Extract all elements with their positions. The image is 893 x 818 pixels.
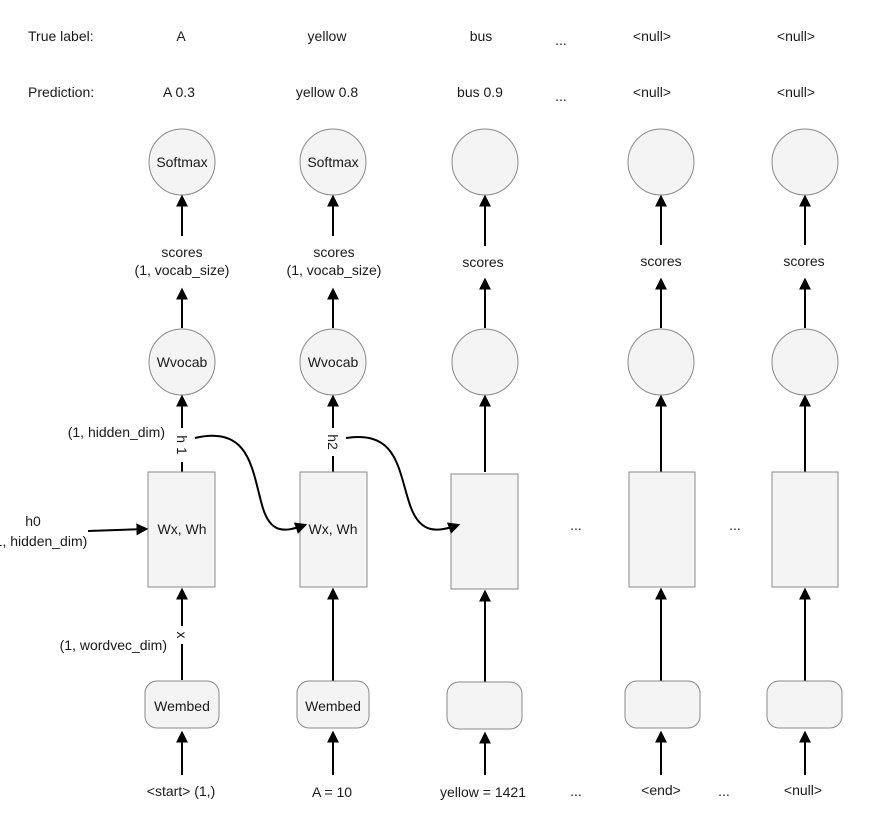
input-token-col2: A = 10 xyxy=(312,784,352,800)
wembed-node-col5 xyxy=(766,680,843,729)
input-token-col5: <null> xyxy=(784,782,822,798)
arrow-hidden-col1-col2 xyxy=(194,434,308,534)
wembed-node-col3 xyxy=(446,681,523,730)
input-token-col3: yellow = 1421 xyxy=(440,784,526,800)
input-ellipsis-2: ... xyxy=(718,783,730,799)
wembed-label-col2: Wembed xyxy=(305,698,361,714)
input-token-col4: <end> xyxy=(641,782,681,798)
scores-label-col2: scores xyxy=(313,244,354,260)
prediction-ellipsis: ... xyxy=(555,88,567,104)
prediction-col1: A 0.3 xyxy=(163,84,195,100)
true-label-ellipsis: ... xyxy=(555,32,567,48)
true-label-col4: <null> xyxy=(633,28,671,44)
prediction-col3: bus 0.9 xyxy=(457,84,503,100)
scores-label-col1: scores xyxy=(161,244,202,260)
prediction-col5: <null> xyxy=(777,84,815,100)
wordvec-dim-label: (1, wordvec_dim) xyxy=(60,637,167,653)
scores-label-col4: scores xyxy=(640,253,681,269)
rnn-cell-col5 xyxy=(771,471,839,588)
scores-label-col5: scores xyxy=(783,253,824,269)
scores-shape-col1: (1, vocab_size) xyxy=(135,262,230,278)
softmax-label-col1: Softmax xyxy=(156,154,207,170)
true-label-col2: yellow xyxy=(308,28,348,44)
softmax-label-col2: Softmax xyxy=(307,154,358,170)
wvocab-node-col5 xyxy=(771,328,839,396)
rnn-cell-col3 xyxy=(450,473,519,590)
x-label: x xyxy=(174,632,190,639)
scores-label-col3: scores xyxy=(462,254,503,270)
softmax-node-col5 xyxy=(771,128,839,196)
true-label-col1: A xyxy=(176,28,186,44)
prediction-header: Prediction: xyxy=(28,84,94,100)
wembed-node-col1 xyxy=(144,680,220,729)
h0-label: h0 xyxy=(25,513,41,529)
hidden-dim-label: (1, hidden_dim) xyxy=(68,424,165,440)
softmax-node-col4 xyxy=(627,128,695,196)
true-label-col3: bus xyxy=(470,28,493,44)
rnn-ellipsis-2: ... xyxy=(729,517,741,533)
input-ellipsis-1: ... xyxy=(570,783,582,799)
wvocab-label-col2: Wvocab xyxy=(308,354,359,370)
wvocab-node-col3 xyxy=(451,328,519,396)
wembed-node-col4 xyxy=(624,680,701,729)
hidden-out-label-col1: h 1 xyxy=(174,435,190,455)
input-token-col1: <start> (1,) xyxy=(147,783,215,799)
scores-shape-col2: (1, vocab_size) xyxy=(287,262,382,278)
h0-shape-label: (1, hidden_dim) xyxy=(0,533,87,549)
rnn-ellipsis-1: ... xyxy=(570,517,582,533)
true-label-col5: <null> xyxy=(777,28,815,44)
prediction-col2: yellow 0.8 xyxy=(296,84,358,100)
true-label-header: True label: xyxy=(28,28,94,44)
hidden-out-label-col2: h2 xyxy=(325,434,341,450)
arrow-hidden-col2-col3 xyxy=(345,435,461,534)
wembed-label-col1: Wembed xyxy=(154,698,210,714)
rnn-label-col2: Wx, Wh xyxy=(309,521,358,537)
softmax-node-col3 xyxy=(451,128,519,196)
wembed-node-col2 xyxy=(296,680,370,729)
arrow-h0-rnn xyxy=(87,523,149,536)
rnn-cell-col4 xyxy=(628,471,696,588)
wvocab-label-col1: Wvocab xyxy=(157,354,208,370)
wvocab-node-col4 xyxy=(627,328,695,396)
prediction-col4: <null> xyxy=(633,84,671,100)
rnn-label-col1: Wx, Wh xyxy=(158,521,207,537)
